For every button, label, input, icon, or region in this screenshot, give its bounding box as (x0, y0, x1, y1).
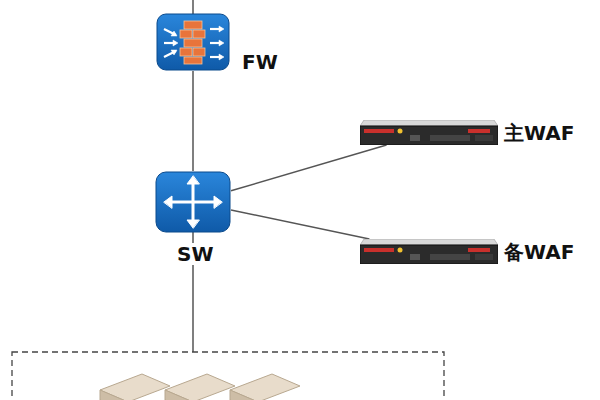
server-zone (12, 352, 444, 400)
waf-appliance (360, 239, 498, 264)
device-label: 主WAF (502, 122, 576, 144)
waf-appliance (360, 120, 498, 145)
network-device: 备WAF (360, 239, 498, 264)
device-label: SW (175, 243, 215, 265)
network-device: SW (155, 171, 231, 233)
device-label: 备WAF (502, 241, 576, 263)
network-link (231, 145, 387, 191)
uplink-line (192, 0, 194, 14)
network-link (231, 210, 369, 239)
server-group (100, 374, 300, 400)
device-label: FW (240, 51, 280, 73)
firewall-icon (156, 13, 230, 71)
network-device: 主WAF (360, 120, 498, 145)
switch-icon (155, 171, 231, 233)
network-link (192, 71, 194, 171)
network-device: FW (156, 13, 230, 71)
